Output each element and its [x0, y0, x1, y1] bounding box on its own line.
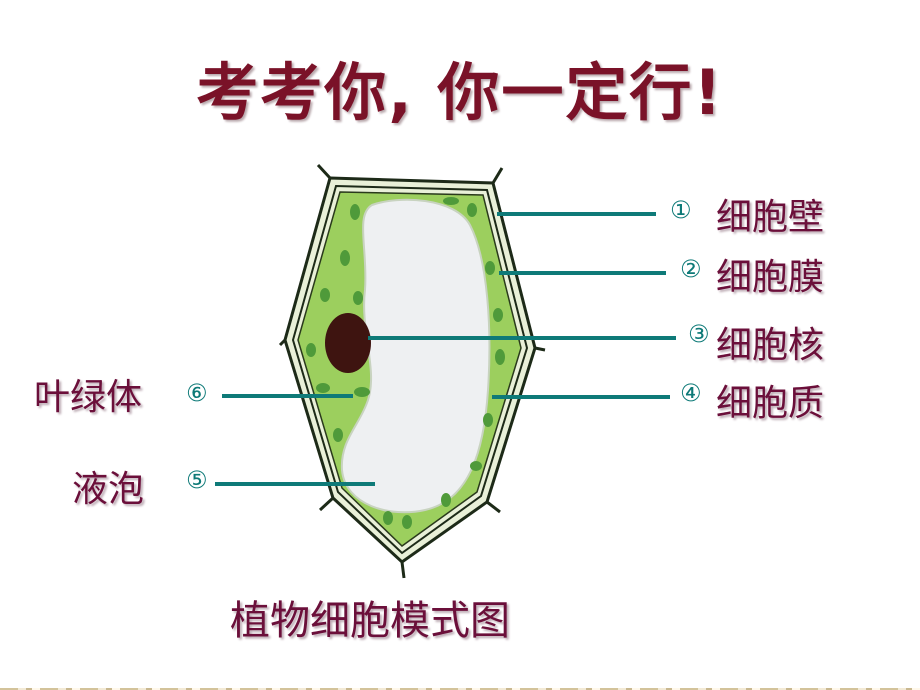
label-number-nucleus: ③: [688, 320, 710, 348]
label-number-membrane: ②: [680, 255, 702, 283]
label-cell-wall: 细胞壁: [716, 197, 825, 238]
nucleus: [325, 313, 371, 373]
diagram-caption: 植物细胞模式图: [230, 598, 510, 644]
label-vacuole: 液泡: [72, 469, 145, 510]
label-chloroplast: 叶绿体: [34, 377, 143, 418]
slide-title: 考考你, 你一定行!: [196, 56, 724, 129]
label-nucleus: 细胞核: [716, 325, 825, 366]
label-number-wall: ①: [670, 196, 692, 224]
label-cytoplasm: 细胞质: [716, 383, 825, 424]
chloroplasts: [306, 197, 505, 529]
label-cell-membrane: 细胞膜: [716, 257, 825, 298]
decorative-bottom-strip: [0, 688, 920, 690]
label-number-vacuole: ⑤: [186, 466, 208, 494]
label-number-chloroplast: ⑥: [186, 379, 208, 407]
vacuole: [340, 198, 491, 514]
label-number-cytoplasm: ④: [680, 379, 702, 407]
leader-lines: [215, 212, 676, 486]
